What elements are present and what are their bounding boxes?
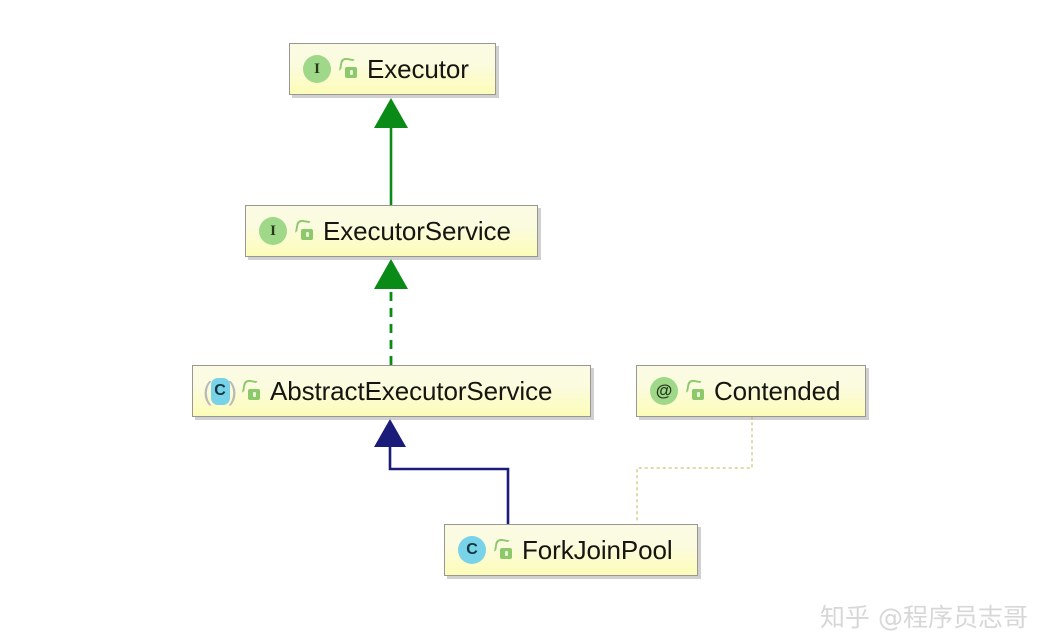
uml-node-label: Executor [367,53,469,84]
uml-node-abstract-executor-service[interactable]: ( C ) AbstractExecutorService [192,365,591,417]
watermark: 知乎 @程序员志哥 [820,603,1028,632]
uml-node-executor[interactable]: I Executor [289,43,496,95]
interface-i-icon: I [302,54,332,84]
annotation-at-icon: @ [649,376,679,406]
edge-abstractexecutorservice-implements-executorservice [374,259,408,365]
abstract-class-c-icon: ( C ) [203,376,237,406]
closed-triangle-arrowhead-icon [374,259,408,289]
class-c-icon: C [457,535,487,565]
open-padlock-icon [685,378,705,402]
uml-node-label: Contended [714,375,841,406]
edge-line [388,443,510,524]
uml-node-fork-join-pool[interactable]: C ForkJoinPool [444,524,698,576]
interface-i-icon: I [258,216,288,246]
closed-triangle-arrowhead-icon [374,98,408,128]
edge-forkjoinpool-annotated-contended [636,416,753,525]
uml-node-contended[interactable]: @ Contended [636,365,866,417]
uml-node-label: AbstractExecutorService [270,375,553,406]
uml-node-label: ExecutorService [323,215,511,246]
open-padlock-icon [338,56,358,80]
open-padlock-icon [241,378,261,402]
open-padlock-icon [493,537,513,561]
open-padlock-icon [294,218,314,242]
closed-triangle-arrowhead-icon [374,419,406,447]
edge-line [636,416,753,525]
uml-node-label: ForkJoinPool [522,534,673,565]
uml-node-executor-service[interactable]: I ExecutorService [245,205,538,257]
edge-forkjoinpool-extends-abstractexecutorservice [374,419,510,524]
edge-executorservice-extends-executor [374,98,408,205]
